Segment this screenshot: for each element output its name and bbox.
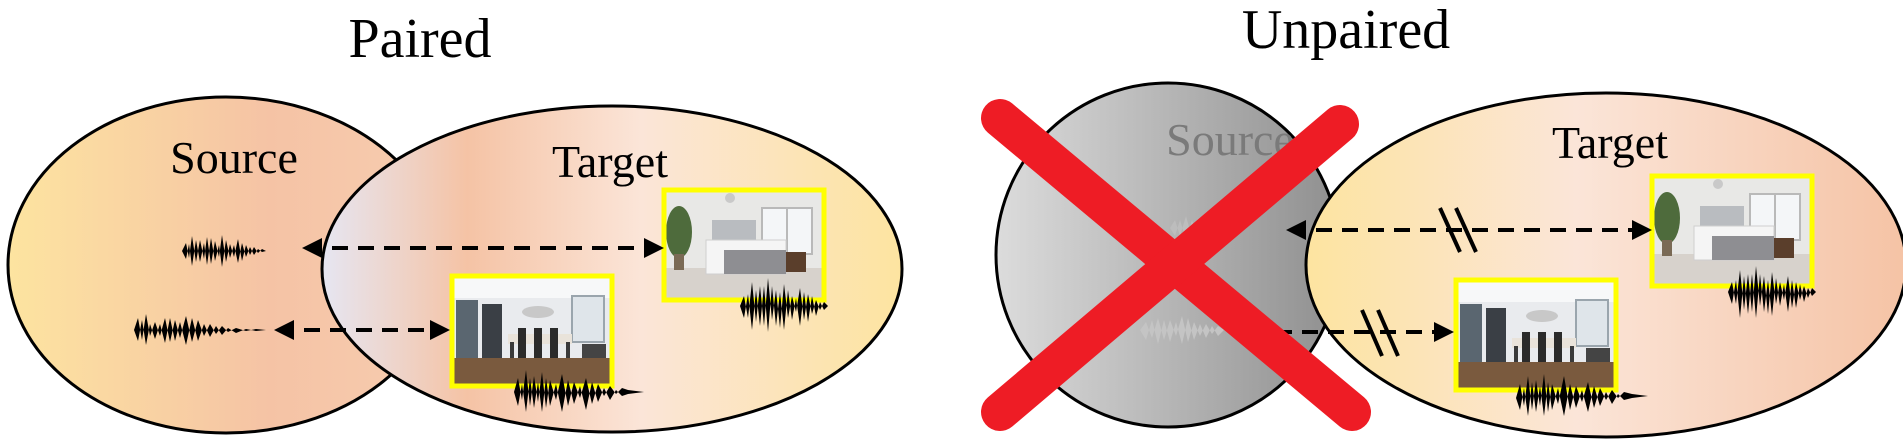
target-image-bedroom bbox=[1649, 173, 1815, 289]
audio-waveform-icon bbox=[740, 278, 828, 332]
not-equal-slash bbox=[1438, 207, 1462, 253]
paired-source-label: Source bbox=[170, 132, 298, 183]
paired-title: Paired bbox=[348, 8, 491, 70]
audio-waveform-icon bbox=[134, 314, 266, 345]
paired-panel: Paired Source Target bbox=[6, 8, 904, 435]
paired-target-label: Target bbox=[552, 136, 668, 187]
audio-waveform-icon bbox=[1140, 316, 1244, 344]
unpaired-panel: Unpaired Source Target bbox=[981, 0, 1903, 439]
not-equal-slash bbox=[1360, 309, 1384, 357]
not-equal-slash bbox=[1454, 207, 1478, 253]
unpaired-target-label: Target bbox=[1552, 117, 1668, 168]
audio-waveform-icon bbox=[514, 370, 644, 412]
audio-waveform-icon bbox=[1516, 374, 1648, 416]
cross-out-icon bbox=[981, 99, 1371, 431]
unpaired-title: Unpaired bbox=[1242, 0, 1450, 61]
audio-waveform-icon bbox=[182, 235, 266, 267]
target-image-dining bbox=[449, 273, 615, 389]
target-image-bedroom bbox=[661, 187, 827, 303]
audio-waveform-icon bbox=[1728, 266, 1816, 318]
not-equal-slash bbox=[1376, 309, 1400, 357]
target-image-dining bbox=[1453, 277, 1619, 393]
